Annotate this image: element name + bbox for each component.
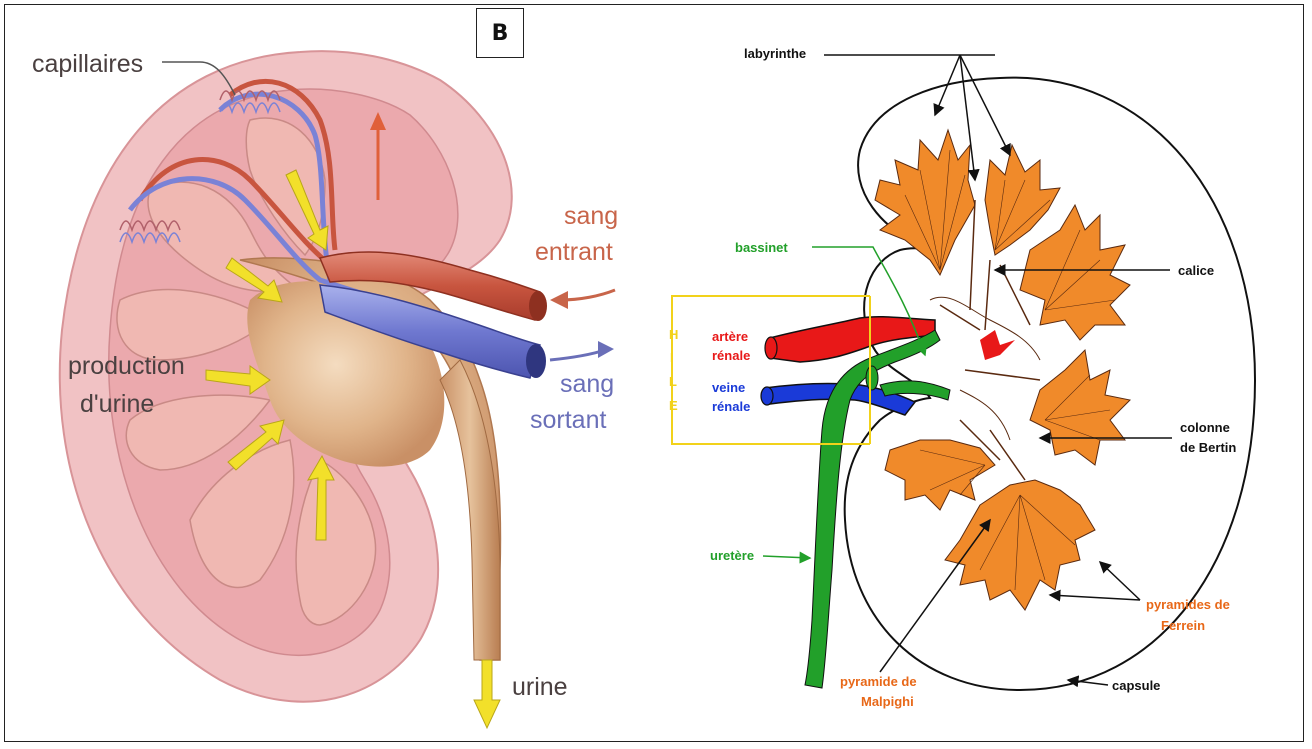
label-artere-2: rénale — [712, 348, 750, 363]
label-veine-2: rénale — [712, 399, 750, 414]
label-urine: urine — [512, 673, 568, 701]
ferrein-leader-2 — [1050, 595, 1140, 600]
label-capillaires: capillaires — [32, 50, 143, 78]
label-hile-i: I — [670, 350, 674, 365]
ureter-left — [440, 360, 500, 660]
labyrinthe-arrow-3 — [960, 55, 1010, 155]
label-colonne-2: de Bertin — [1180, 440, 1236, 455]
label-bassinet: bassinet — [735, 240, 788, 255]
label-sang-sortant-1: sang — [560, 370, 614, 398]
label-artere-1: artère — [712, 329, 748, 344]
renal-vein-right-end — [761, 387, 773, 405]
label-uretere: uretère — [710, 548, 754, 563]
uretere-leader — [763, 556, 810, 558]
sang-entrant-arrow-head — [550, 291, 568, 309]
label-colonne-1: colonne — [1180, 420, 1230, 435]
calyx-inner — [930, 297, 1040, 440]
label-ferrein-1: pyramides de — [1146, 597, 1230, 612]
pyramid-right-upper — [1020, 205, 1130, 340]
label-production-1: production — [68, 352, 185, 380]
label-malpighi-1: pyramide de — [840, 674, 917, 689]
sang-entrant-arrow — [560, 290, 615, 300]
left-kidney-illustration: capillaires sang entrant production d'ur… — [32, 50, 618, 728]
labyrinthe-arrow-1 — [935, 55, 960, 115]
label-sang-entrant-2: entrant — [535, 238, 613, 266]
label-capsule: capsule — [1112, 678, 1160, 693]
label-ferrein-2: Ferrein — [1161, 618, 1205, 633]
ureter-top — [866, 366, 878, 390]
sang-sortant-arrow-head — [598, 341, 614, 358]
pyramid-bottom-left — [885, 440, 995, 510]
pyramid-top-left — [875, 130, 975, 275]
sang-sortant-arrow — [550, 350, 605, 360]
renal-artery-end — [529, 291, 547, 321]
yellow-arrow-6 — [474, 660, 500, 728]
label-sang-sortant-2: sortant — [530, 406, 606, 434]
inner-artery — [980, 330, 1015, 360]
label-hile-e: E — [669, 398, 678, 413]
label-sang-entrant-1: sang — [564, 202, 618, 230]
label-labyrinthe: labyrinthe — [744, 46, 806, 61]
ferrein-leader-1 — [1100, 562, 1140, 600]
malpighi-leader — [880, 520, 990, 672]
label-malpighi-2: Malpighi — [861, 694, 914, 709]
renal-vein-end — [526, 344, 546, 378]
label-production-2: d'urine — [80, 390, 154, 418]
renal-artery-right-end — [765, 337, 777, 359]
label-hile-l: L — [669, 374, 677, 389]
label-calice: calice — [1178, 263, 1214, 278]
label-hile-h: H — [669, 327, 678, 342]
pyramids-right — [875, 130, 1130, 610]
right-kidney-schema: labyrinthe bassinet calice H I L E artèr… — [669, 46, 1255, 709]
pyramid-right-middle — [1030, 350, 1130, 465]
label-veine-1: veine — [712, 380, 745, 395]
